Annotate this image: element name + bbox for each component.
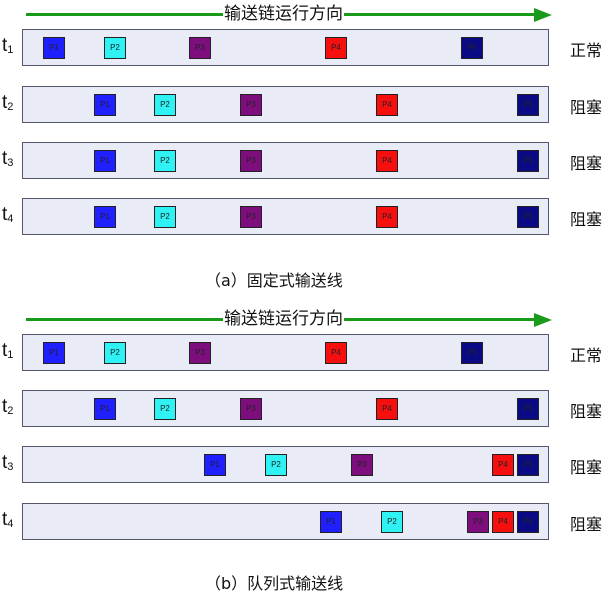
pallet-p5: P5 [517,206,539,228]
status-label-a-4: 阻塞 [570,210,603,229]
pallet-p3: P3 [240,206,262,228]
pallet-p5: P5 [517,94,539,116]
status-label-a-3: 阻塞 [570,154,603,173]
time-index: 3 [7,461,14,473]
direction-label-a: 输送链运行方向 [223,4,344,24]
conveyor-track-a-2: P1 P2 P3 P4 P5 [22,86,549,123]
pallet-p2: P2 [154,94,176,116]
status-label-b-1: 正常 [570,346,603,365]
pallet-p2: P2 [265,454,287,476]
status-label-b-2: 阻塞 [570,402,603,421]
pallet-p5: P5 [517,454,539,476]
pallet-p2: P2 [104,37,126,59]
pallet-p2: P2 [381,511,403,533]
pallet-p4: P4 [376,206,398,228]
pallet-p2: P2 [154,398,176,420]
pallet-p3: P3 [351,454,373,476]
pallet-p1: P1 [43,342,65,364]
caption-a: （a）固定式输送线 [205,271,343,290]
pallet-p4: P4 [376,398,398,420]
pallet-p2: P2 [154,206,176,228]
pallet-p1: P1 [204,454,226,476]
pallet-p5: P5 [461,342,483,364]
pallet-p2: P2 [104,342,126,364]
time-label-b-3: t3 [2,452,14,473]
pallet-p1: P1 [94,150,116,172]
pallet-p3: P3 [240,94,262,116]
pallet-p3: P3 [240,150,262,172]
pallet-p3: P3 [189,342,211,364]
status-label-b-4: 阻塞 [570,515,603,534]
pallet-p4: P4 [492,454,514,476]
conveyor-track-a-1: P1 P2 P3 P4 P5 [22,29,549,66]
direction-label-b: 输送链运行方向 [223,309,344,329]
time-label-a-3: t3 [2,148,14,169]
pallet-p1: P1 [320,511,342,533]
pallet-p5: P5 [517,150,539,172]
pallet-p2: P2 [154,150,176,172]
pallet-p5: P5 [517,398,539,420]
status-label-a-1: 正常 [570,41,603,60]
conveyor-track-a-3: P1 P2 P3 P4 P5 [22,142,549,179]
time-index: 3 [7,157,14,169]
pallet-p1: P1 [43,37,65,59]
direction-arrow-head-b [534,312,552,327]
time-index: 1 [7,44,14,56]
time-index: 4 [7,518,14,530]
direction-arrow-head-a [534,7,552,22]
time-index: 2 [7,405,14,417]
status-label-b-3: 阻塞 [570,458,603,477]
pallet-p3: P3 [467,511,489,533]
time-label-a-1: t1 [2,35,14,56]
time-label-b-4: t4 [2,509,14,530]
pallet-p4: P4 [325,342,347,364]
time-index: 1 [7,349,14,361]
pallet-p1: P1 [94,94,116,116]
caption-b: （b）队列式输送线 [205,574,344,593]
pallet-p1: P1 [94,398,116,420]
pallet-p1: P1 [94,206,116,228]
pallet-p4: P4 [376,150,398,172]
time-label-b-2: t2 [2,396,14,417]
time-label-b-1: t1 [2,340,14,361]
pallet-p3: P3 [189,37,211,59]
conveyor-track-a-4: P1 P2 P3 P4 P5 [22,198,549,235]
time-label-a-4: t4 [2,204,14,225]
time-index: 4 [7,213,14,225]
status-label-a-2: 阻塞 [570,98,603,117]
pallet-p5: P5 [517,511,539,533]
conveyor-track-b-1: P1 P2 P3 P4 P5 [22,334,549,371]
conveyor-track-b-2: P1 P2 P3 P4 P5 [22,390,549,427]
pallet-p4: P4 [376,94,398,116]
time-label-a-2: t2 [2,92,14,113]
pallet-p5: P5 [461,37,483,59]
pallet-p3: P3 [240,398,262,420]
pallet-p4: P4 [325,37,347,59]
time-index: 2 [7,101,14,113]
pallet-p4: P4 [492,511,514,533]
